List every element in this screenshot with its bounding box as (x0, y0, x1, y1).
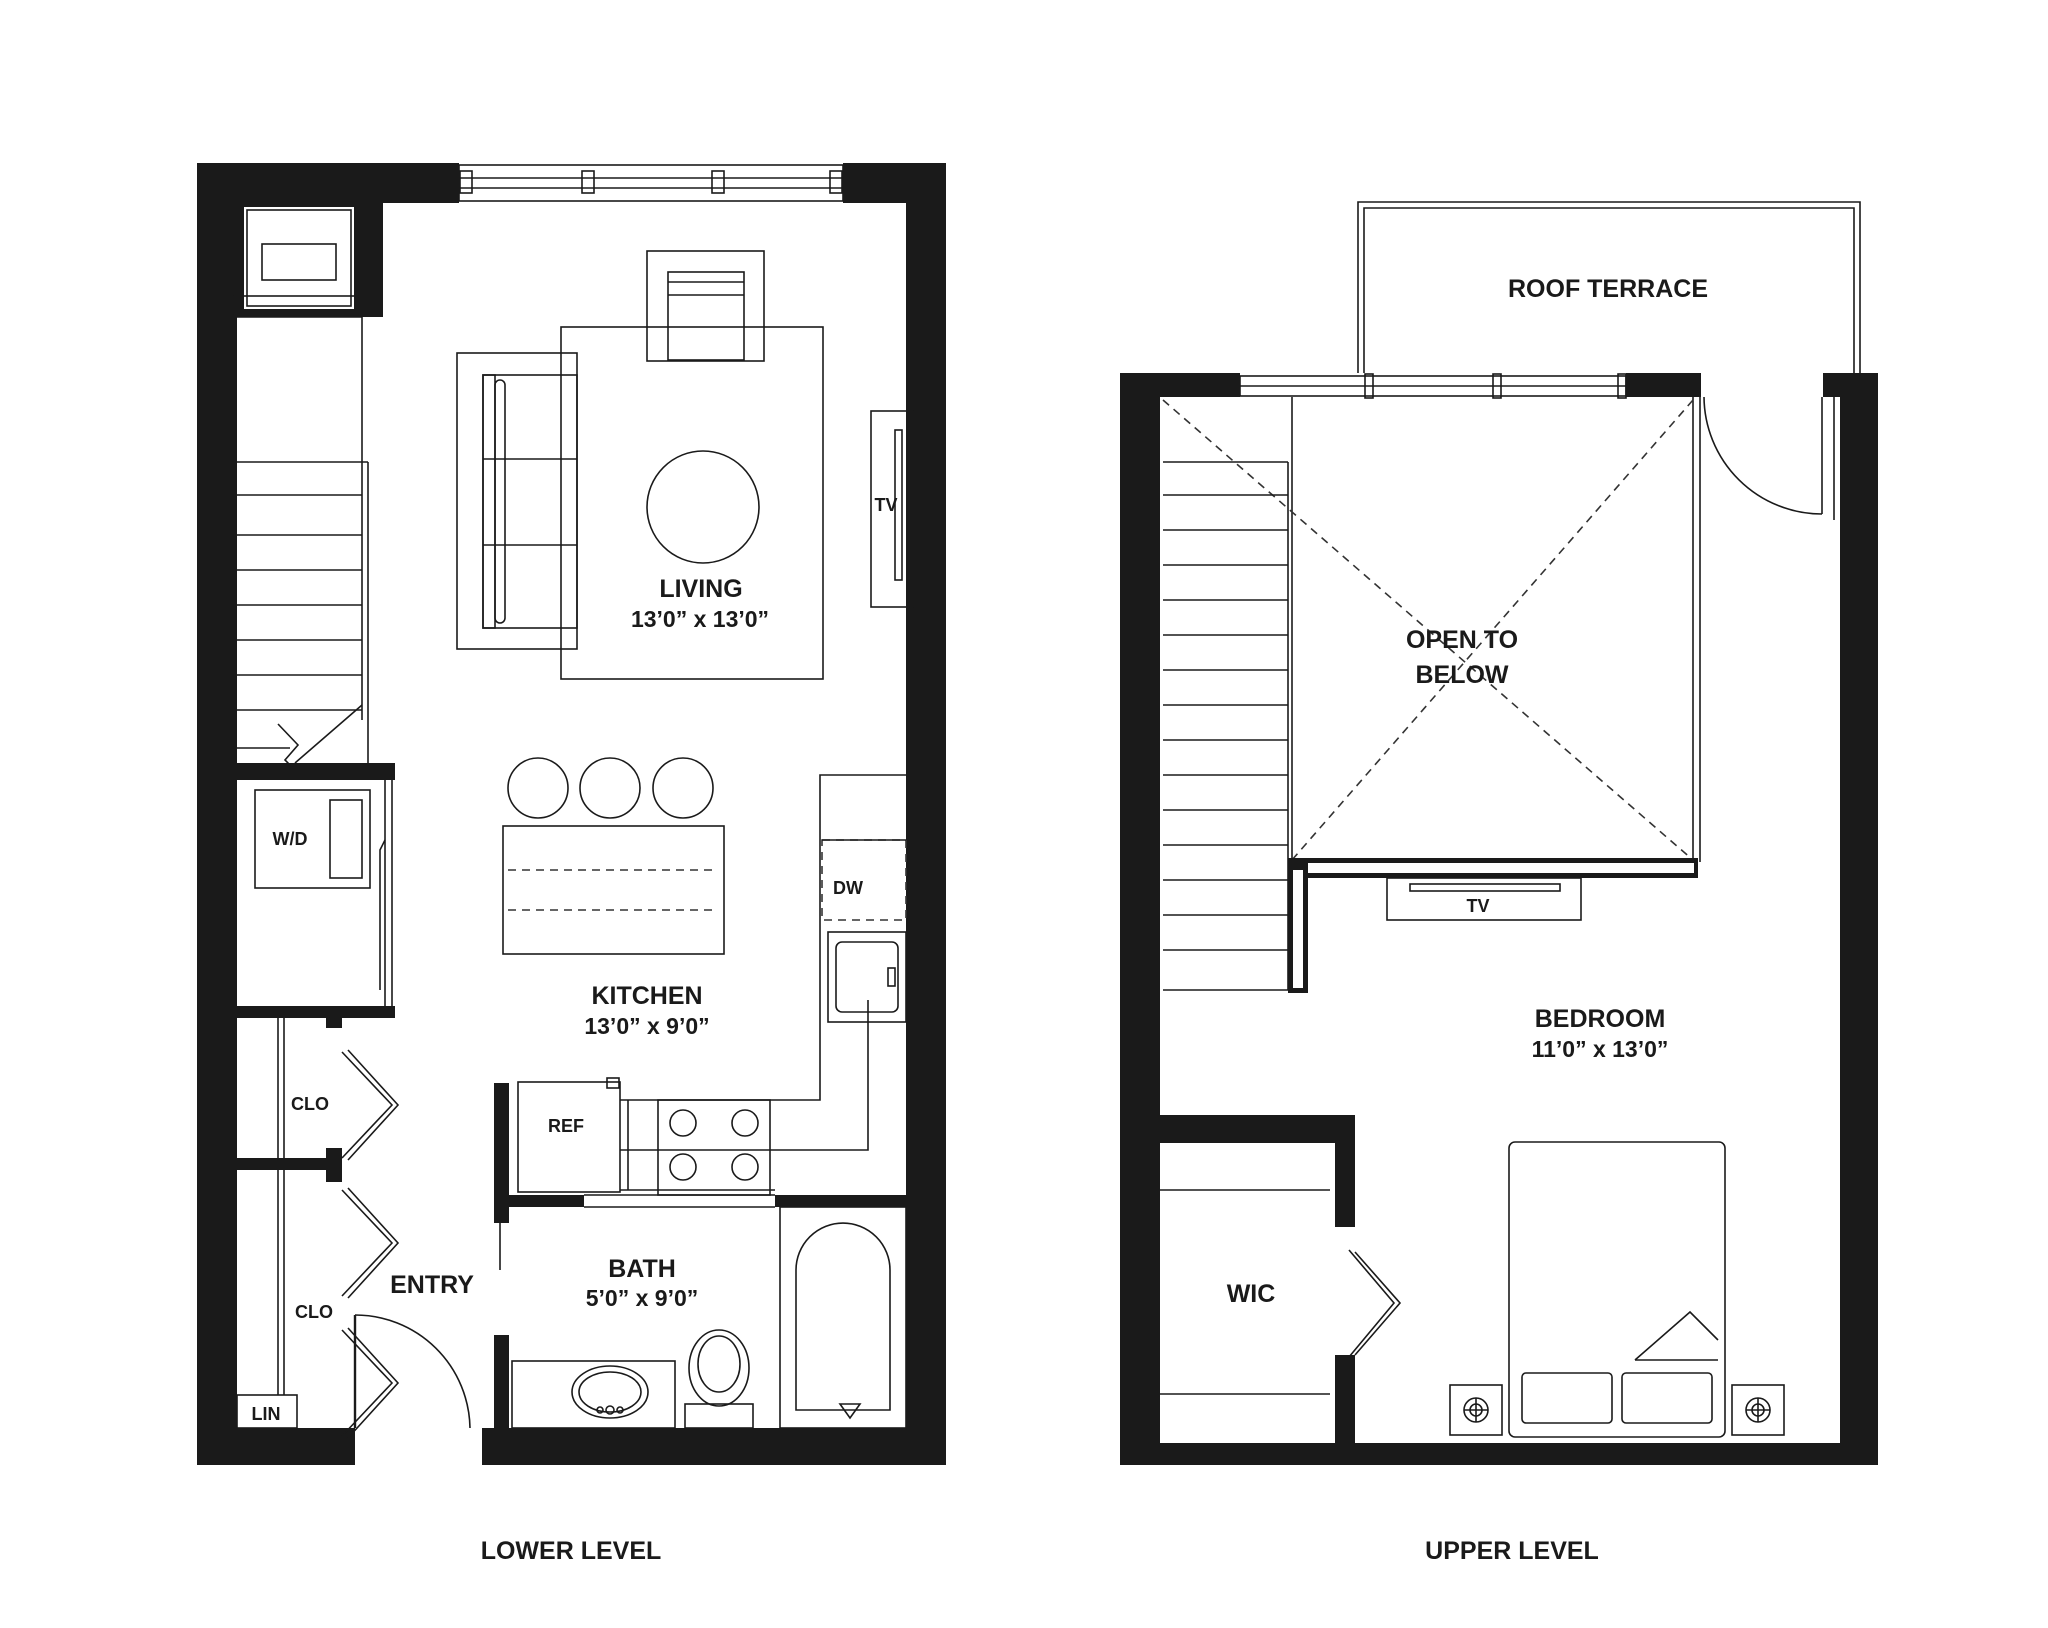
upper-tv-label: TV (1466, 896, 1489, 916)
living-label: LIVING (659, 575, 742, 603)
fireplace (233, 203, 383, 317)
upper-wall-bottom (1120, 1443, 1878, 1465)
closet-2-label: CLO (295, 1302, 333, 1322)
washer-dryer-label: W/D (273, 829, 308, 849)
bed (1508, 1141, 1726, 1438)
lower-level-plan: W/D CLO CLO LIN (197, 163, 946, 1565)
linen-closet: LIN (236, 1394, 298, 1429)
upper-tv: TV (1386, 877, 1582, 921)
lower-stair (237, 316, 369, 776)
roof-terrace: ROOF TERRACE (1357, 201, 1861, 373)
kitchen-island (502, 757, 725, 955)
kitchen-dims: 13’0” x 9’0” (584, 1013, 709, 1039)
closet-3-door (341, 1329, 394, 1437)
refrigerator-label: REF (548, 1116, 584, 1136)
lower-tv-label: TV (874, 495, 897, 515)
lower-wall-bottom-left (197, 1428, 355, 1465)
lower-wall-bottom-right (482, 1428, 946, 1465)
closet-2-door (341, 1189, 394, 1297)
upper-window (1239, 373, 1627, 399)
dishwasher: DW (821, 839, 907, 921)
closet-1-door (341, 1051, 394, 1159)
closet-wall-stub-2 (326, 1148, 342, 1182)
sofa (456, 352, 578, 650)
closet-1-label: CLO (291, 1094, 329, 1114)
wic-wall-top (1160, 1115, 1355, 1143)
dishwasher-label: DW (833, 878, 863, 898)
bedroom-label: BEDROOM (1535, 1005, 1666, 1033)
laundry-wall-top (237, 763, 395, 780)
entry-door (353, 1314, 471, 1429)
terrace-door (1703, 396, 1835, 520)
wic-wall-upper (1335, 1115, 1355, 1227)
closet-wall-2 (237, 1158, 342, 1170)
nightstand-right (1731, 1384, 1785, 1436)
bath-wall-top-right (775, 1195, 906, 1207)
wic-wall-lower (1335, 1355, 1355, 1443)
refrigerator: REF (517, 1077, 621, 1193)
upper-wall-right (1840, 373, 1878, 1465)
lower-wall-left (197, 163, 237, 1465)
wic-label: WIC (1227, 1280, 1276, 1308)
bath-wall-left (494, 1335, 509, 1428)
lower-level-title: LOWER LEVEL (481, 1537, 662, 1565)
upper-level-plan: ROOF TERRACE (1120, 201, 1878, 1565)
kitchen-sink (827, 931, 907, 1023)
wic-door (1354, 1251, 1402, 1356)
lower-wall-top-left (197, 163, 459, 203)
living-dims: 13’0” x 13’0” (631, 606, 769, 632)
open-to-below-line1: OPEN TO (1406, 626, 1518, 654)
washer-dryer: W/D (254, 789, 371, 889)
bath-label: BATH (608, 1255, 676, 1283)
upper-wall-top-mid (1626, 373, 1701, 397)
open-to-below-line2: BELOW (1415, 661, 1508, 689)
closet-wall-1 (237, 1006, 342, 1018)
bath-vanity (511, 1360, 676, 1429)
entry-label: ENTRY (390, 1271, 474, 1299)
upper-stair (1163, 461, 1289, 991)
range-cooktop (657, 1099, 771, 1196)
coffee-table (646, 450, 760, 564)
kitchen-entry-wall (494, 1083, 509, 1223)
bath-dims: 5’0” x 9’0” (586, 1285, 699, 1311)
upper-level-title: UPPER LEVEL (1425, 1537, 1599, 1565)
lower-tv: TV (870, 410, 914, 608)
closet-wall-stub-1 (326, 1006, 342, 1028)
linen-label: LIN (252, 1404, 281, 1424)
toilet (684, 1329, 754, 1429)
bathtub (779, 1206, 907, 1429)
lower-window (458, 164, 844, 202)
bedroom-dims: 11’0” x 13’0” (1532, 1036, 1669, 1062)
bath-wall-top-left (509, 1195, 584, 1207)
open-to-below: OPEN TO BELOW (1162, 397, 1701, 862)
upper-wall-left (1120, 373, 1160, 1465)
lower-wall-right (906, 163, 946, 1465)
roof-terrace-label: ROOF TERRACE (1508, 275, 1708, 303)
armchair (646, 250, 765, 362)
kitchen-label: KITCHEN (591, 982, 702, 1010)
nightstand-left (1449, 1384, 1503, 1436)
living-rug (560, 326, 824, 680)
